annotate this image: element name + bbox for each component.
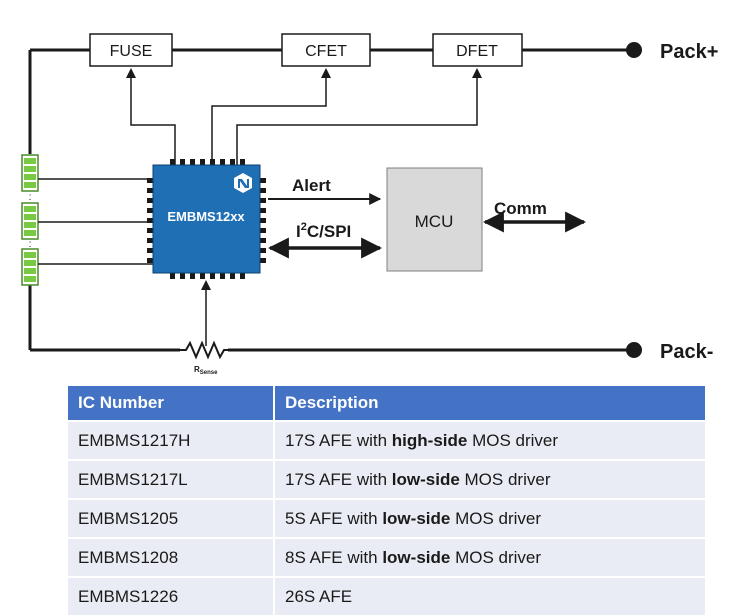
table-row: EMBMS1217H 17S AFE with high-side MOS dr… [68, 420, 705, 459]
ic-number-cell: EMBMS1217H [68, 420, 275, 459]
cell-sense-lines [38, 178, 153, 265]
ic-table: IC Number Description EMBMS1217H 17S AFE… [68, 386, 705, 615]
resistor-icon [180, 340, 228, 360]
svg-text::: : [29, 192, 32, 203]
ic-number-cell: EMBMS1226 [68, 576, 275, 615]
cfet-box [281, 33, 371, 67]
table-row: EMBMS1226 26S AFE [68, 576, 705, 615]
bms-block-diagram: Pack+ Pack- FUSE CFET DFET : : [21, 33, 718, 376]
table-row: EMBMS1217L 17S AFE with low-side MOS dri… [68, 459, 705, 498]
ic-number-cell: EMBMS1205 [68, 498, 275, 537]
control-lines [130, 76, 478, 165]
mcu-label: MCU [415, 212, 454, 231]
table-row: EMBMS1205 5S AFE with low-side MOS drive… [68, 498, 705, 537]
description-cell: 17S AFE with high-side MOS driver [275, 420, 705, 459]
chip-pins [147, 159, 266, 279]
dfet-box [432, 33, 523, 67]
rsense-label: RSense [194, 365, 218, 376]
pack-minus-label: Pack- [660, 341, 713, 363]
svg-text::: : [29, 239, 32, 250]
ic-number-cell: EMBMS1208 [68, 537, 275, 576]
description-cell: 8S AFE with low-side MOS driver [275, 537, 705, 576]
sense-arrowhead [201, 280, 211, 290]
description-cell: 26S AFE [275, 576, 705, 615]
control-arrowheads [126, 68, 482, 78]
comm-label: Comm [494, 199, 547, 218]
top-power-line [28, 48, 634, 352]
pack-plus-terminal [626, 42, 642, 58]
cfet-label: CFET [305, 43, 347, 60]
pack-plus-label: Pack+ [660, 41, 718, 63]
ic-number-cell: EMBMS1217L [68, 459, 275, 498]
table-row: EMBMS1208 8S AFE with low-side MOS drive… [68, 537, 705, 576]
battery-stack: : : [21, 154, 39, 286]
dfet-label: DFET [456, 43, 498, 60]
fuse-box [89, 33, 173, 67]
chip-logo-icon [234, 173, 252, 193]
header-ic-number: IC Number [68, 386, 275, 420]
table-header-row: IC Number Description [68, 386, 705, 420]
bus-label: I2C/SPI [296, 221, 351, 241]
mcu-box [386, 167, 483, 272]
description-cell: 17S AFE with low-side MOS driver [275, 459, 705, 498]
header-description: Description [275, 386, 705, 420]
chip-label: EMBMS12xx [167, 209, 245, 224]
description-cell: 5S AFE with low-side MOS driver [275, 498, 705, 537]
pack-minus-terminal [626, 342, 642, 358]
alert-label: Alert [292, 176, 331, 195]
fuse-label: FUSE [110, 43, 153, 60]
